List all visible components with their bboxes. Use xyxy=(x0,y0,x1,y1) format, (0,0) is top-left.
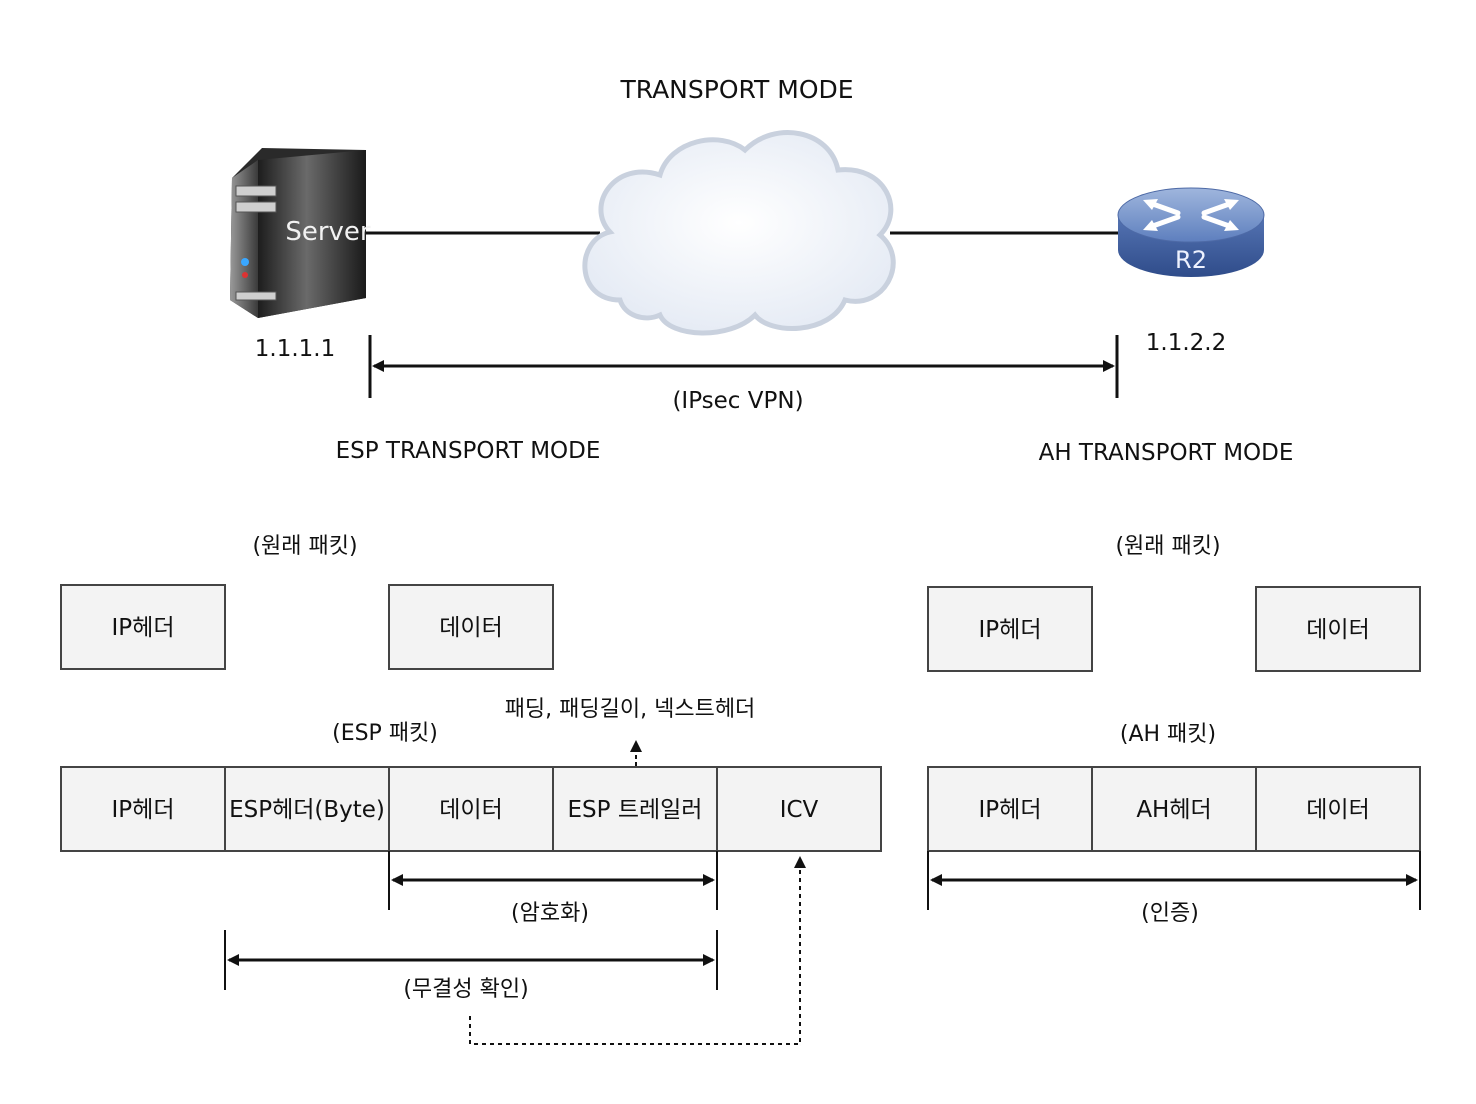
auth-label: (인증) xyxy=(1141,901,1199,926)
server-label: Server xyxy=(285,217,371,247)
ah-original-data-box xyxy=(1255,586,1421,672)
server-ip: 1.1.1.1 xyxy=(255,336,335,362)
esp-data: 데이터 xyxy=(439,797,502,823)
ah-ip-header: IP헤더 xyxy=(979,797,1042,823)
esp-original-data-box xyxy=(388,584,554,670)
ah-section-title: AH TRANSPORT MODE xyxy=(1039,440,1294,466)
tunnel-label: (IPsec VPN) xyxy=(672,388,803,414)
esp-original-caption: (원래 패킷) xyxy=(252,534,357,559)
ah-original-data: 데이터 xyxy=(1306,617,1369,643)
integrity-to-icv-arrow xyxy=(469,856,806,1045)
esp-trailer-box xyxy=(552,766,718,852)
ah-data: 데이터 xyxy=(1306,797,1369,823)
esp-data-box xyxy=(388,766,554,852)
cloud-icon xyxy=(582,130,896,336)
diagram-title: TRANSPORT MODE xyxy=(619,75,853,104)
esp-original-ip-header-box xyxy=(60,584,226,670)
router-label: R2 xyxy=(1175,246,1207,274)
ah-original-ip-header: IP헤더 xyxy=(979,617,1042,643)
encryption-label: (암호화) xyxy=(511,901,589,926)
esp-icv: ICV xyxy=(780,797,819,823)
esp-section-title: ESP TRANSPORT MODE xyxy=(336,438,601,464)
esp-original-data: 데이터 xyxy=(439,615,502,641)
ah-packet-caption: (AH 패킷) xyxy=(1120,722,1216,747)
integrity-label: (무결성 확인) xyxy=(403,977,528,1002)
esp-icv-box xyxy=(716,766,882,852)
esp-trailer-note: 패딩, 패딩길이, 넥스트헤더 xyxy=(505,697,756,722)
ah-original-ip-header-box xyxy=(927,586,1093,672)
esp-original-ip-header: IP헤더 xyxy=(112,615,175,641)
esp-header-box xyxy=(224,766,390,852)
esp-packet-caption: (ESP 패킷) xyxy=(332,721,438,746)
server-icon xyxy=(230,148,366,318)
router-icon xyxy=(1117,187,1265,277)
router-ip: 1.1.2.2 xyxy=(1146,330,1226,356)
ah-data-box xyxy=(1255,766,1421,852)
esp-ip-header: IP헤더 xyxy=(112,797,175,823)
esp-trailer: ESP 트레일러 xyxy=(568,797,703,823)
ah-original-caption: (원래 패킷) xyxy=(1115,534,1220,559)
ah-header: AH헤더 xyxy=(1136,797,1211,823)
esp-header: ESP헤더(Byte) xyxy=(229,797,385,823)
ah-ip-header-box xyxy=(927,766,1093,852)
